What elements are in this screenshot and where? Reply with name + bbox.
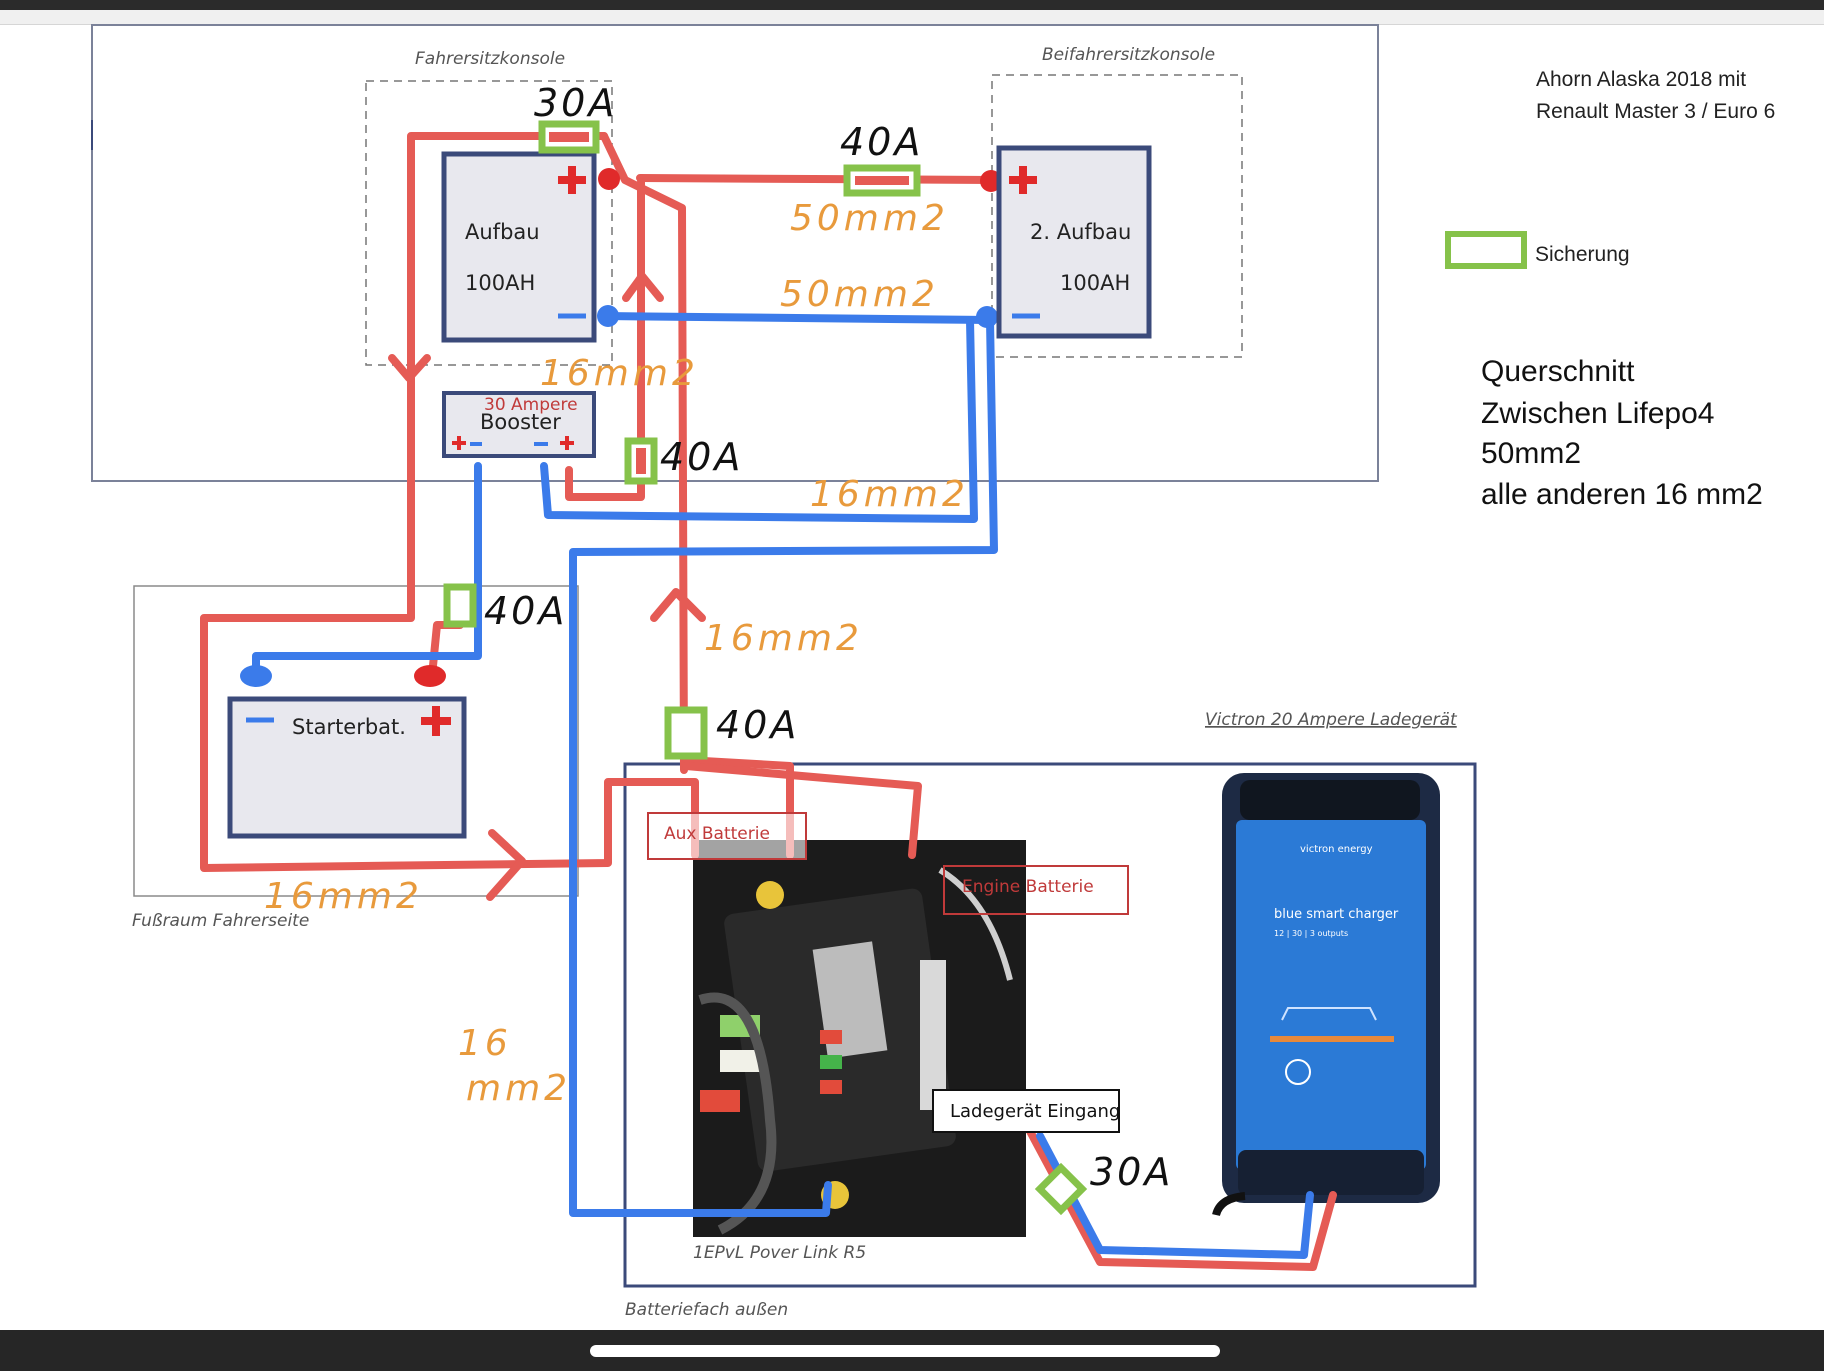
cross-section-return: 16mm2 bbox=[810, 474, 969, 515]
fuse-40a-starter bbox=[443, 583, 477, 628]
wiring-diagram: Fahrersitzkonsole Beifahrersitzkonsole F… bbox=[91, 24, 1775, 1320]
cross-section-main-up: 16mm2 bbox=[704, 618, 863, 659]
blue-wire-to-powerlink bbox=[569, 316, 998, 1217]
battery-aufbau: Aufbau 100AH bbox=[441, 151, 597, 343]
cross-section-booster: 16mm2 bbox=[540, 353, 699, 394]
red-wire-booster-return bbox=[565, 178, 645, 501]
aufbau-name: Aufbau bbox=[465, 220, 540, 244]
cross-section-vertical-bottom: mm2 bbox=[466, 1068, 571, 1109]
fuse-label-40a-top: 40A bbox=[840, 120, 923, 164]
vehicle-interior-area bbox=[91, 24, 1379, 482]
red-arrow-up-booster bbox=[622, 272, 664, 302]
fuse-40a-main bbox=[664, 706, 708, 760]
red-arrow-up-main bbox=[650, 588, 706, 622]
charger-input-text: Ladegerät Eingang bbox=[950, 1101, 1120, 1122]
fuse-label-40a-main: 40A bbox=[716, 703, 799, 747]
plus-icon bbox=[421, 706, 451, 736]
plus-icon bbox=[452, 436, 466, 450]
battery-starter: Starterbat. bbox=[227, 696, 467, 839]
blue-wire-starter-minus bbox=[252, 462, 482, 679]
blue-wire-50mm2 bbox=[600, 312, 994, 324]
fuse-30a-charger bbox=[1034, 1162, 1088, 1216]
charger-title-label: Victron 20 Ampere Ladegerät bbox=[1205, 710, 1458, 730]
fuse-label-30a-top: 30A bbox=[534, 81, 617, 125]
charger-model-text: blue smart charger bbox=[1274, 907, 1399, 922]
aufbau-capacity: 100AH bbox=[465, 271, 535, 295]
red-wire-30a-to-aufbau bbox=[600, 132, 688, 774]
blue-wire-to-booster bbox=[540, 316, 978, 523]
aux-battery-text: Aux Batterie bbox=[664, 824, 770, 844]
vehicle-line-2: Renault Master 3 / Euro 6 bbox=[1536, 100, 1775, 123]
engine-battery-text: Engine Batterie bbox=[962, 877, 1094, 897]
terminal-starter-plus bbox=[414, 665, 446, 687]
vehicle-line-1: Ahorn Alaska 2018 mit bbox=[1536, 68, 1746, 91]
querschnitt-line-3: 50mm2 bbox=[1481, 437, 1581, 470]
red-arrow-down-left bbox=[388, 354, 431, 382]
starter-name: Starterbat. bbox=[292, 715, 406, 739]
booster-box: 30 Ampere Booster bbox=[442, 391, 596, 458]
engine-battery-label: Engine Batterie bbox=[943, 865, 1129, 915]
querschnitt-line-4: alle anderen 16 mm2 bbox=[1481, 478, 1763, 511]
footwell-area bbox=[133, 585, 579, 897]
plus-icon bbox=[1009, 166, 1037, 194]
cross-section-top: 50mm2 bbox=[790, 198, 949, 239]
cross-section-footwell: 16mm2 bbox=[264, 876, 423, 917]
window-top-bar bbox=[0, 0, 1824, 10]
querschnitt-line-1: Querschnitt bbox=[1481, 355, 1635, 388]
red-wire-50mm2-top bbox=[636, 174, 996, 184]
cross-section-vertical-top: 16 bbox=[458, 1023, 512, 1064]
charger-brand-text: victron energy bbox=[1300, 844, 1373, 855]
booster-name: Booster bbox=[480, 410, 561, 434]
charger-input-label: Ladegerät Eingang bbox=[932, 1089, 1120, 1133]
aufbau2-name: 2. Aufbau bbox=[1030, 220, 1131, 244]
fuse-label-40a-starter: 40A bbox=[484, 589, 567, 633]
battery-compartment-label: Batteriefach außen bbox=[625, 1300, 788, 1320]
terminal-aufbau-minus bbox=[597, 305, 619, 327]
plus-icon bbox=[560, 436, 574, 450]
cross-section-middle: 50mm2 bbox=[780, 274, 939, 315]
red-arrow-right bbox=[486, 829, 526, 901]
charger-spec-text: 12 | 30 | 3 outputs bbox=[1274, 929, 1348, 938]
power-link-label: 1EPvL Pover Link R5 bbox=[693, 1243, 866, 1263]
terminal-aufbau-plus bbox=[598, 168, 620, 190]
home-indicator[interactable] bbox=[590, 1345, 1220, 1357]
driver-console-label: Fahrersitzkonsole bbox=[415, 49, 565, 69]
booster-rating: 30 Ampere bbox=[484, 395, 578, 415]
querschnitt-line-2: Zwischen Lifepo4 bbox=[1481, 397, 1714, 430]
passenger-console-label: Beifahrersitzkonsole bbox=[1042, 45, 1215, 65]
legend-fuse-icon bbox=[1445, 231, 1527, 269]
legend-label: Sicherung bbox=[1535, 243, 1630, 266]
fuse-label-40a-booster: 40A bbox=[660, 435, 743, 479]
battery-aufbau2: 2. Aufbau 100AH bbox=[996, 145, 1152, 339]
positive-wires bbox=[200, 132, 1337, 1271]
red-wire-engine bbox=[682, 762, 922, 859]
victron-charger: victron energy blue smart charger 12 | 3… bbox=[1212, 773, 1440, 1217]
power-link-photo bbox=[693, 840, 1026, 1237]
terminal-starter-minus bbox=[240, 665, 272, 687]
driver-console-dashed bbox=[365, 80, 613, 366]
plus-icon bbox=[558, 166, 586, 194]
red-wire-30a-left-loop bbox=[200, 132, 699, 872]
fuse-label-30a-charger: 30A bbox=[1090, 1150, 1173, 1194]
battery-compartment-area bbox=[623, 762, 1477, 1288]
aux-battery-label: Aux Batterie bbox=[647, 812, 807, 860]
terminal-aufbau2-minus bbox=[976, 306, 998, 328]
aufbau2-capacity: 100AH bbox=[1060, 271, 1130, 295]
footwell-label: Fußraum Fahrerseite bbox=[132, 911, 309, 931]
